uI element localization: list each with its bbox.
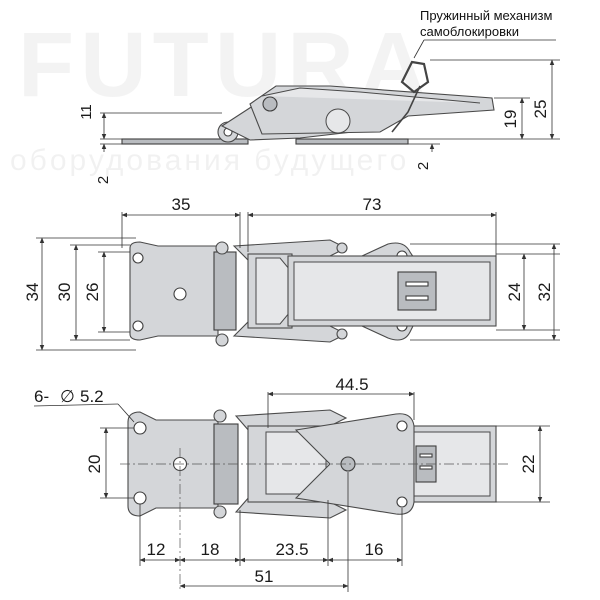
dim-diameter-symbol: ∅ bbox=[60, 387, 75, 406]
dim-outer-height: 34 bbox=[23, 283, 42, 302]
dim-hook-height: 19 bbox=[501, 110, 520, 129]
dim-right-thickness: 2 bbox=[415, 162, 432, 170]
dim-left-height: 11 bbox=[78, 104, 95, 120]
top-hinge-bar bbox=[213, 251, 237, 331]
side-view: Пружинный механизм самоблокировки 11 2 2… bbox=[78, 8, 560, 184]
dim-total-height: 25 bbox=[531, 100, 550, 119]
side-keeper-plate bbox=[295, 138, 409, 145]
dim-hole-spacing: 20 bbox=[85, 455, 104, 474]
dim-seg-a: 12 bbox=[147, 540, 166, 559]
dim-latch-length: 73 bbox=[363, 195, 382, 214]
dim-overall: 51 bbox=[255, 567, 274, 586]
dim-inner-height: 26 bbox=[83, 283, 102, 302]
dim-base-length: 35 bbox=[172, 195, 191, 214]
dim-left-thickness: 2 bbox=[95, 176, 112, 184]
dim-keeper-outer: 32 bbox=[535, 283, 554, 302]
dim-holes-count: 6- bbox=[34, 387, 49, 406]
watermark-tagline: оборудования будущего bbox=[10, 144, 409, 177]
bottom-view: 6- ∅ 5.2 44.5 20 22 12 18 23.5 16 bbox=[33, 375, 550, 592]
dim-seg-b: 18 bbox=[201, 540, 220, 559]
spring-loop bbox=[400, 60, 430, 94]
top-lock-clip bbox=[397, 271, 437, 311]
side-rivet bbox=[325, 108, 351, 134]
dim-seg-d: 16 bbox=[365, 540, 384, 559]
side-base-plate bbox=[121, 138, 249, 145]
annotation-line1: Пружинный механизм bbox=[420, 8, 552, 23]
dim-keeper-inner: 24 bbox=[505, 283, 524, 302]
annotation-line2: самоблокировки bbox=[420, 24, 519, 39]
dim-keeper-width: 22 bbox=[519, 455, 538, 474]
dim-middle-height: 30 bbox=[55, 283, 74, 302]
dim-plate-length: 44.5 bbox=[335, 375, 368, 394]
side-lever bbox=[249, 85, 495, 135]
dim-seg-c: 23.5 bbox=[275, 540, 308, 559]
dim-hole-diameter: 5.2 bbox=[80, 387, 104, 406]
top-view: 35 73 34 30 26 24 32 bbox=[23, 195, 560, 351]
